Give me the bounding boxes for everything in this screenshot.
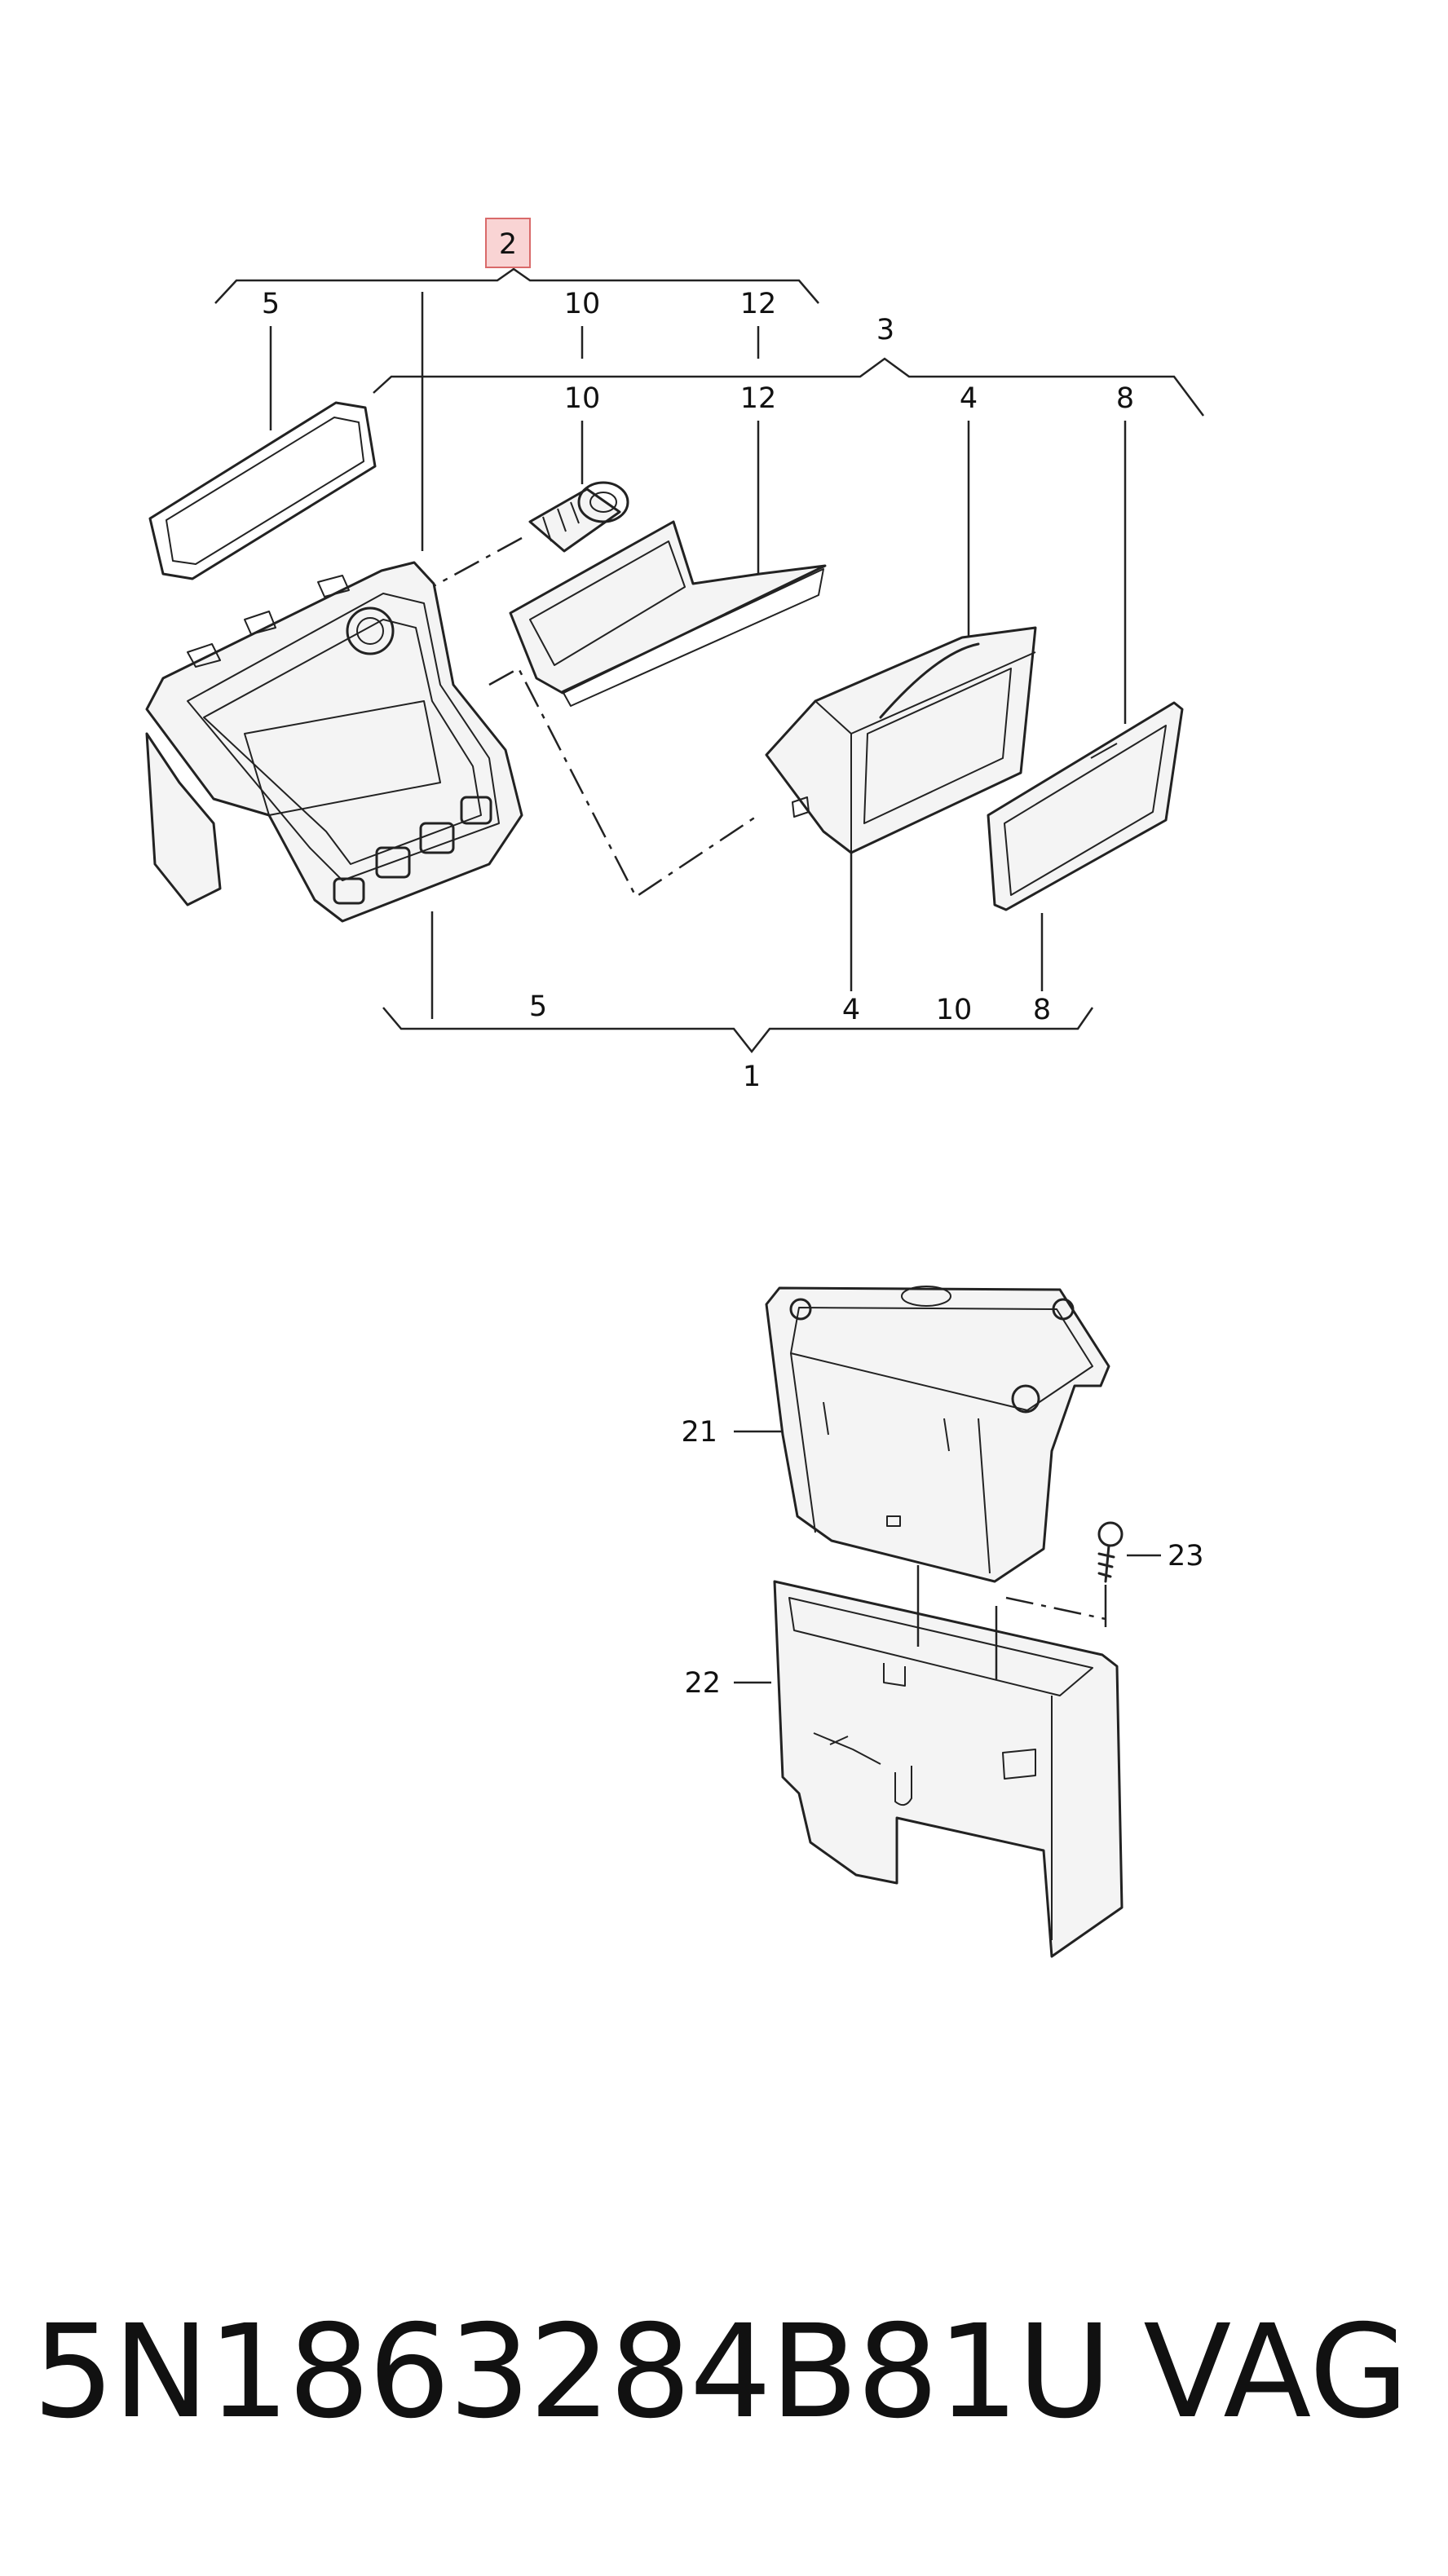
label-bot-5: 5 xyxy=(529,990,547,1023)
label-2: 2 xyxy=(499,228,517,261)
footer: 5N1863284B81U VAG xyxy=(0,2299,1448,2446)
part-5-trim-bezel xyxy=(148,401,377,580)
part-number: 5N1863284B81U xyxy=(33,2297,1111,2447)
leader-lines-top xyxy=(269,292,1127,1019)
part-1-console-housing xyxy=(145,561,523,923)
label-g3-4: 4 xyxy=(960,382,978,415)
part-4-bin xyxy=(765,626,1037,854)
part-22-liner xyxy=(773,1580,1124,1958)
label-top-5: 5 xyxy=(262,288,280,320)
label-22: 22 xyxy=(684,1667,721,1700)
label-top-12: 12 xyxy=(740,288,777,320)
part-2-highlight xyxy=(485,218,531,268)
label-top-10: 10 xyxy=(564,288,601,320)
label-23: 23 xyxy=(1168,1540,1204,1573)
group-3-bracket xyxy=(373,357,1204,417)
label-bot-4: 4 xyxy=(842,994,860,1026)
label-group-3: 3 xyxy=(876,314,894,346)
label-bot-8: 8 xyxy=(1033,994,1051,1026)
label-g3-12: 12 xyxy=(740,382,777,415)
group-2-bracket xyxy=(214,267,819,304)
group-1-bracket xyxy=(382,1007,1094,1054)
label-21: 21 xyxy=(681,1416,717,1449)
part-12-tray xyxy=(509,520,827,707)
label-g3-10: 10 xyxy=(564,382,601,415)
part-10-socket xyxy=(528,481,629,553)
part-8-lid xyxy=(987,701,1184,911)
part-23-screw xyxy=(1097,1521,1124,1583)
brand-name: VAG xyxy=(1143,2297,1409,2447)
part-21-frame-bin xyxy=(765,1286,1110,1583)
label-bot-10: 10 xyxy=(936,994,973,1026)
label-g3-8: 8 xyxy=(1116,382,1134,415)
label-group-1: 1 xyxy=(743,1061,761,1093)
assembly-lines-bottom xyxy=(916,1565,1107,1679)
